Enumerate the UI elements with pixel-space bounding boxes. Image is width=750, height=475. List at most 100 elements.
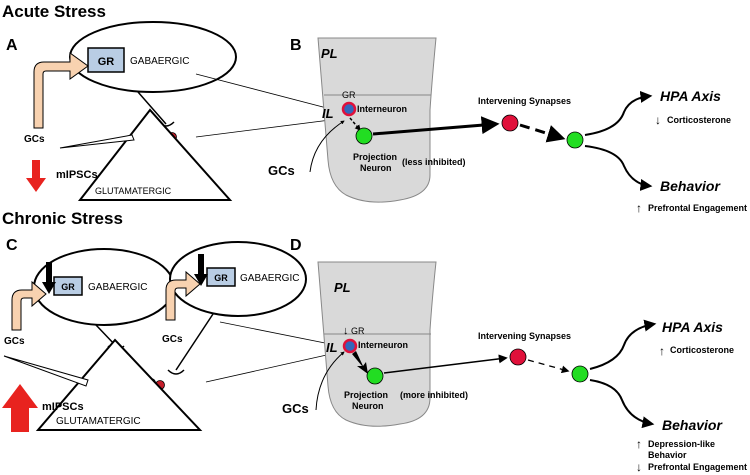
axon-line	[137, 91, 167, 125]
interneuron-label: Interneuron	[357, 104, 407, 114]
gr-small-label: GR	[351, 326, 365, 336]
intervening-dashed-arrow	[519, 123, 566, 143]
gr-label-right: GR	[214, 273, 228, 283]
behavior-label: Behavior	[662, 417, 723, 433]
intervening-neuron	[501, 114, 519, 132]
hpa-axis-label: HPA Axis	[662, 319, 723, 335]
projection-output-arrow	[383, 354, 508, 374]
gr-down-arrow-right	[194, 254, 208, 286]
mipscs-up-arrow	[2, 384, 38, 432]
behavior-arrow	[584, 145, 653, 191]
strong-inhibitory-projection	[352, 351, 368, 374]
glutamatergic-label: GLUTAMATERGIC	[95, 186, 172, 196]
corticosterone-label: Corticosterone	[670, 345, 734, 355]
panel-c-letter: C	[6, 237, 18, 254]
chronic-stress-heading: Chronic Stress	[2, 209, 123, 228]
mipscs-label: mIPSCs	[42, 401, 84, 413]
gr-down-arrow-left	[42, 262, 56, 294]
gabaergic-label-left: GABAERGIC	[88, 282, 147, 293]
recording-pipette	[3, 355, 89, 387]
zoom-line	[195, 73, 347, 114]
axon-terminal-right	[167, 369, 185, 375]
projection-output-arrow	[372, 116, 500, 136]
panel-a: A GR GABAERGIC GCs GLUTAMATERGIC mIPSCs	[6, 21, 237, 201]
gcs-arrow-left	[11, 280, 47, 331]
hpa-axis-label: HPA Axis	[660, 88, 721, 104]
behavior-label: Behavior	[660, 178, 721, 194]
output-neuron	[566, 131, 584, 149]
corticosterone-label: Corticosterone	[667, 115, 731, 125]
acute-stress-heading: Acute Stress	[2, 2, 106, 21]
intervening-synapses-label: Intervening Synapses	[478, 96, 571, 106]
panel-a-letter: A	[6, 37, 18, 54]
panel-b: B PL IL GR Interneuron Projection Neuron…	[268, 37, 747, 215]
zoom-line	[219, 321, 341, 347]
gr-down-symbol: ↓	[343, 325, 349, 337]
prefrontal-engagement-label: Prefrontal Engagement	[648, 462, 747, 472]
corticosterone-up-symbol: ↑	[659, 344, 665, 358]
glutamatergic-triangle	[77, 108, 233, 201]
gcs-input-curve	[309, 120, 345, 173]
intervening-neuron	[509, 348, 527, 366]
depression-up-symbol: ↑	[636, 437, 642, 451]
zoom-line	[205, 351, 341, 383]
intervening-dashed-arrow	[527, 359, 570, 374]
projection-label-2: Neuron	[360, 163, 392, 173]
gr-label: GR	[98, 56, 115, 68]
pfc-region	[317, 261, 437, 427]
gr-label-left: GR	[61, 282, 75, 292]
hpa-axis-arrow	[589, 319, 657, 370]
gcs-label: GCs	[282, 401, 309, 416]
recording-pipette	[59, 134, 135, 149]
pl-label: PL	[334, 280, 351, 295]
more-inhibited-label: (more inhibited)	[400, 390, 468, 400]
panel-b-letter: B	[290, 37, 302, 54]
interneuron-circle	[342, 338, 358, 354]
corticosterone-down-symbol: ↓	[655, 113, 661, 127]
prefrontal-up-symbol: ↑	[636, 201, 642, 215]
gcs-label-right: GCs	[162, 334, 183, 345]
panel-d-letter: D	[290, 237, 302, 254]
depression-label-2: Behavior	[648, 450, 687, 460]
output-neuron	[571, 365, 589, 383]
prefrontal-engagement-label: Prefrontal Engagement	[648, 203, 747, 213]
il-label: IL	[326, 340, 338, 355]
il-label: IL	[322, 106, 334, 121]
axon-line-right	[175, 313, 214, 371]
depression-label-1: Depression-like	[648, 439, 715, 449]
pl-label: PL	[321, 46, 338, 61]
projection-label-1: Projection	[344, 390, 388, 400]
interneuron-circle	[341, 101, 357, 117]
panel-d: D PL IL ↓ GR Interneuron Projection Neur…	[282, 237, 747, 474]
gabaergic-label-right: GABAERGIC	[240, 273, 299, 284]
less-inhibited-label: (less inhibited)	[402, 157, 466, 167]
interneuron-label: Interneuron	[358, 340, 408, 350]
gcs-input-curve	[315, 351, 345, 411]
gcs-label: GCs	[268, 163, 295, 178]
mipscs-down-arrow	[26, 160, 46, 192]
panel-c: C GR GABAERGIC GCs GR GABAERGIC GCs GLUT…	[2, 237, 307, 432]
pfc-region	[317, 37, 437, 203]
gr-box	[87, 47, 125, 73]
inhibitory-projection	[349, 117, 361, 131]
projection-neuron	[366, 367, 384, 385]
zoom-line	[195, 117, 347, 138]
gcs-arrow-right	[165, 270, 201, 321]
intervening-synapses-label: Intervening Synapses	[478, 331, 571, 341]
prefrontal-down-symbol: ↓	[636, 460, 642, 474]
projection-label-2: Neuron	[352, 401, 384, 411]
mipscs-label: mIPSCs	[56, 169, 98, 181]
glutamatergic-triangle	[35, 338, 203, 431]
hpa-axis-arrow	[584, 90, 653, 136]
gcs-label: GCs	[24, 134, 45, 145]
gcs-arrow	[33, 52, 89, 129]
gcs-label-left: GCs	[4, 336, 25, 347]
behavior-arrow	[589, 379, 655, 429]
projection-label-1: Projection	[353, 152, 397, 162]
gabaergic-label: GABAERGIC	[130, 56, 189, 67]
glutamatergic-label: GLUTAMATERGIC	[56, 416, 141, 427]
gr-small-label: GR	[342, 90, 356, 100]
projection-neuron	[355, 127, 373, 145]
gr-box-right	[206, 267, 236, 287]
